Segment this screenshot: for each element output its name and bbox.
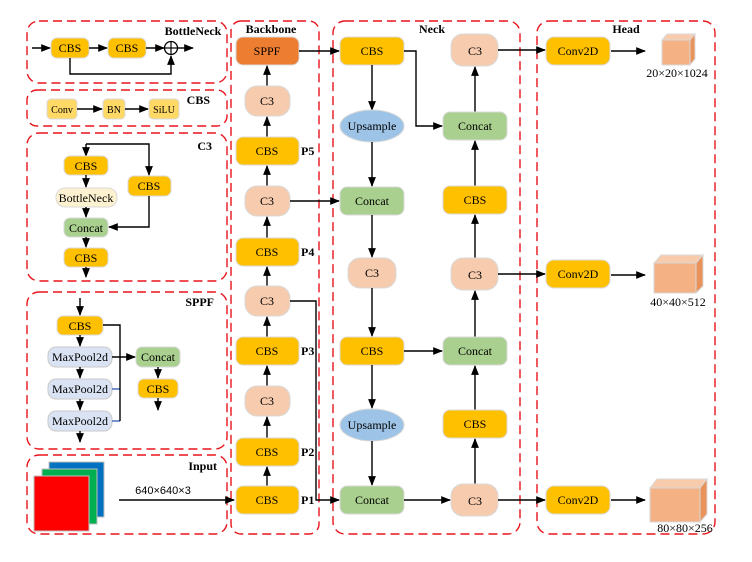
output-cube-20 (660, 32, 697, 67)
neck-c3-bottom-label: C3 (468, 494, 482, 508)
backbone-c3-4 (244, 85, 291, 117)
neck-c3-mid-label: C3 (468, 268, 482, 282)
c3-cbs-top-label: CBS (75, 159, 98, 173)
backbone-panel (230, 20, 320, 535)
output-shape-40: 40×40×512 (650, 295, 706, 309)
neck-cbs-right-2 (442, 409, 508, 439)
input-shape-label: 640×640×3 (135, 485, 191, 497)
sppf-panel (26, 291, 228, 450)
head-conv2d-3 (545, 485, 611, 515)
c3-title: C3 (197, 139, 212, 153)
neck-cbs-2-label: CBS (361, 344, 384, 358)
input-panel (26, 454, 228, 535)
backbone-cbs-p1 (235, 485, 300, 515)
neck-diagram: CBS Upsample Concat C3 CBS Upsample Conc… (339, 33, 508, 517)
c3-cbs-bottom-label: CBS (75, 251, 98, 265)
bottleneck-diagram: CBS CBS (32, 37, 194, 75)
bottleneck-title: BottleNeck (165, 24, 222, 38)
input-diagram: 640×640×3 (33, 461, 235, 532)
backbone-cbs-p2 (235, 437, 300, 467)
neck-title: Neck (419, 22, 445, 36)
neck-c3-top-label: C3 (468, 44, 482, 58)
bn-label: BN (107, 105, 121, 116)
backbone-cbs-p4-label: CBS (256, 245, 279, 259)
backbone-c3-2-label: C3 (260, 294, 274, 308)
edge-c3-to-neck-concat-bottom (290, 300, 340, 504)
backbone-diagram: SPPF C3 CBS P5 C3 CBS P4 C3 CBS P3 C3 CB… (235, 36, 314, 515)
head-conv2d-2 (545, 259, 611, 289)
output-cube-40 (652, 253, 705, 295)
backbone-cbs-p4 (235, 237, 300, 267)
input-channel-red (33, 475, 90, 532)
cbs-panel (26, 89, 228, 127)
neck-concat-1-label: Concat (355, 194, 390, 208)
neck-cbs-right-1 (442, 185, 508, 215)
stage-label-p3: P3 (301, 344, 314, 358)
sppf-title: SPPF (185, 295, 214, 309)
backbone-c3-4-label: C3 (260, 94, 274, 108)
cbs-title: CBS (187, 93, 211, 107)
output-cube-80 (648, 477, 709, 524)
output-shape-80: 80×80×256 (657, 521, 713, 535)
bottleneck-cbs-1-label: CBS (59, 41, 82, 55)
sppf-concat-label: Concat (141, 350, 176, 364)
backbone-title: Backbone (246, 22, 297, 36)
maxpool2d-2-label: MaxPool2d (52, 382, 108, 396)
c3-panel (26, 132, 228, 282)
neck-cbs-right-2-label: CBS (464, 417, 487, 431)
neck-panel (332, 20, 521, 535)
neck-concat-top-label: Concat (458, 119, 493, 133)
head-diagram: Conv2D 20×20×1024 Conv2D 40×40×512 Conv2… (545, 32, 713, 535)
backbone-cbs-p5-label: CBS (256, 144, 279, 158)
c3-concat-label: Concat (69, 221, 104, 235)
neck-cbs-1-label: CBS (361, 44, 384, 58)
maxpool2d-1-label: MaxPool2d (52, 350, 108, 364)
sppf-diagram: CBS MaxPool2d MaxPool2d MaxPool2d Concat… (47, 298, 181, 443)
neck-upsample-2-label: Upsample (348, 418, 397, 432)
bottleneck-cbs-2-label: CBS (116, 41, 139, 55)
neck-upsample-1-label: Upsample (348, 119, 397, 133)
neck-concat-top (442, 111, 508, 141)
backbone-cbs-p3 (235, 336, 300, 366)
neck-c3-1-label: C3 (365, 266, 379, 280)
conv-label: Conv (51, 105, 73, 116)
bottleneck-panel (26, 20, 228, 84)
backbone-c3-3-label: C3 (260, 194, 274, 208)
neck-concat-mid (442, 336, 508, 366)
neck-concat-mid-label: Concat (458, 344, 493, 358)
neck-concat-2-label: Concat (355, 493, 390, 507)
head-conv2d-3-label: Conv2D (558, 493, 599, 507)
silu-block (148, 98, 180, 120)
output-shape-20: 20×20×1024 (646, 66, 708, 80)
backbone-c3-1-label: C3 (260, 394, 274, 408)
c3-bottleneck-label: BottleNeck (59, 191, 114, 205)
backbone-sppf-label: SPPF (254, 44, 281, 58)
stage-label-p4: P4 (301, 245, 314, 259)
head-conv2d-1-label: Conv2D (558, 44, 599, 58)
backbone-cbs-p2-label: CBS (256, 445, 279, 459)
stage-label-p2: P2 (301, 445, 314, 459)
backbone-cbs-p3-label: CBS (256, 344, 279, 358)
head-title: Head (612, 22, 640, 36)
head-conv2d-1 (545, 36, 611, 66)
sppf-cbs-bottom-label: CBS (147, 382, 170, 396)
backbone-c3-1 (244, 385, 291, 417)
head-conv2d-2-label: Conv2D (558, 267, 599, 281)
cbs-diagram: Conv BN SiLU (46, 98, 180, 120)
c3-cbs-branch-label: CBS (138, 179, 161, 193)
stage-label-p1: P1 (301, 493, 314, 507)
neck-cbs-right-1-label: CBS (464, 193, 487, 207)
c3-diagram: CBS BottleNeck Concat CBS CBS (55, 143, 172, 278)
input-title: Input (188, 459, 217, 473)
backbone-cbs-p5 (235, 136, 300, 166)
backbone-cbs-p1-label: CBS (256, 493, 279, 507)
maxpool2d-3-label: MaxPool2d (52, 414, 108, 428)
silu-label: SiLU (153, 105, 175, 116)
stage-label-p5: P5 (301, 144, 314, 158)
sppf-cbs-top-label: CBS (69, 319, 92, 333)
